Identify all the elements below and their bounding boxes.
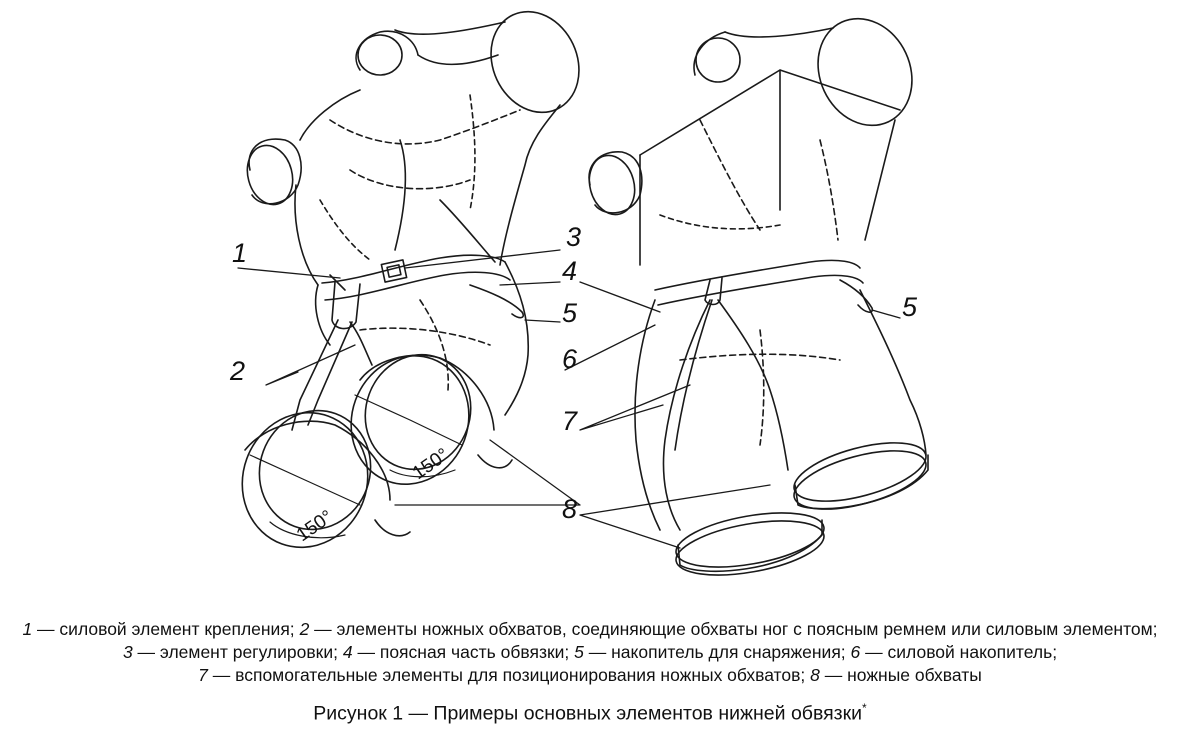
legend-text: элемент регулировки; bbox=[159, 642, 338, 662]
legend-text: элементы ножных обхватов, соединяющие об… bbox=[336, 619, 1158, 639]
legend-line-1: 1 — силовой элемент крепления; 2 — элеме… bbox=[22, 619, 1158, 639]
callout-5-right: 5 bbox=[902, 292, 918, 322]
callout-5-left: 5 bbox=[562, 298, 578, 328]
harness-figure: 1 2 3 4 5 6 5 7 8 150° 150° bbox=[229, 10, 929, 576]
legend-num: 3 bbox=[122, 642, 133, 662]
callout-7: 7 bbox=[562, 406, 578, 436]
legend-line-3: 7 — вспомогательные элементы для позицио… bbox=[198, 665, 982, 685]
callout-4: 4 bbox=[562, 256, 577, 286]
right-mannequin bbox=[588, 17, 929, 576]
legend-line-2: 3 — элемент регулировки; 4 — поясная час… bbox=[122, 642, 1058, 662]
caption-text: Рисунок 1 — Примеры основных элементов н… bbox=[313, 702, 863, 725]
callout-6: 6 bbox=[562, 344, 578, 374]
left-mannequin bbox=[241, 10, 580, 549]
right-callouts: 5 7 8 bbox=[562, 292, 918, 524]
legend-text: накопитель для снаряжения; bbox=[611, 642, 846, 662]
callout-8: 8 bbox=[562, 494, 577, 524]
legend-num: 4 bbox=[342, 642, 353, 662]
legend-text: поясная часть обвязки; bbox=[379, 642, 570, 662]
legend-text: ножные обхваты bbox=[847, 665, 982, 685]
caption-footnote-mark: * bbox=[862, 701, 867, 715]
callout-2: 2 bbox=[229, 356, 245, 386]
callout-1: 1 bbox=[232, 238, 247, 268]
legend-text: силовой накопитель; bbox=[887, 642, 1058, 662]
left-callouts: 1 2 3 4 5 6 bbox=[229, 222, 581, 386]
angle-labels: 150° 150° bbox=[293, 444, 453, 546]
legend-num: 8 bbox=[810, 665, 820, 685]
legend-text: силовой элемент крепления; bbox=[59, 619, 295, 639]
legend-num: 5 bbox=[574, 642, 584, 662]
legend-text: вспомогательные элементы для позициониро… bbox=[235, 665, 806, 685]
legend-num: 7 bbox=[198, 665, 208, 685]
legend-num: 6 bbox=[850, 642, 861, 662]
figure-legend: 1 — силовой элемент крепления; 2 — элеме… bbox=[10, 618, 1170, 687]
legend-num: 1 bbox=[22, 619, 33, 639]
figure-caption: Рисунок 1 — Примеры основных элементов н… bbox=[0, 701, 1180, 726]
callout-3: 3 bbox=[566, 222, 581, 252]
legend-num: 2 bbox=[299, 619, 310, 639]
